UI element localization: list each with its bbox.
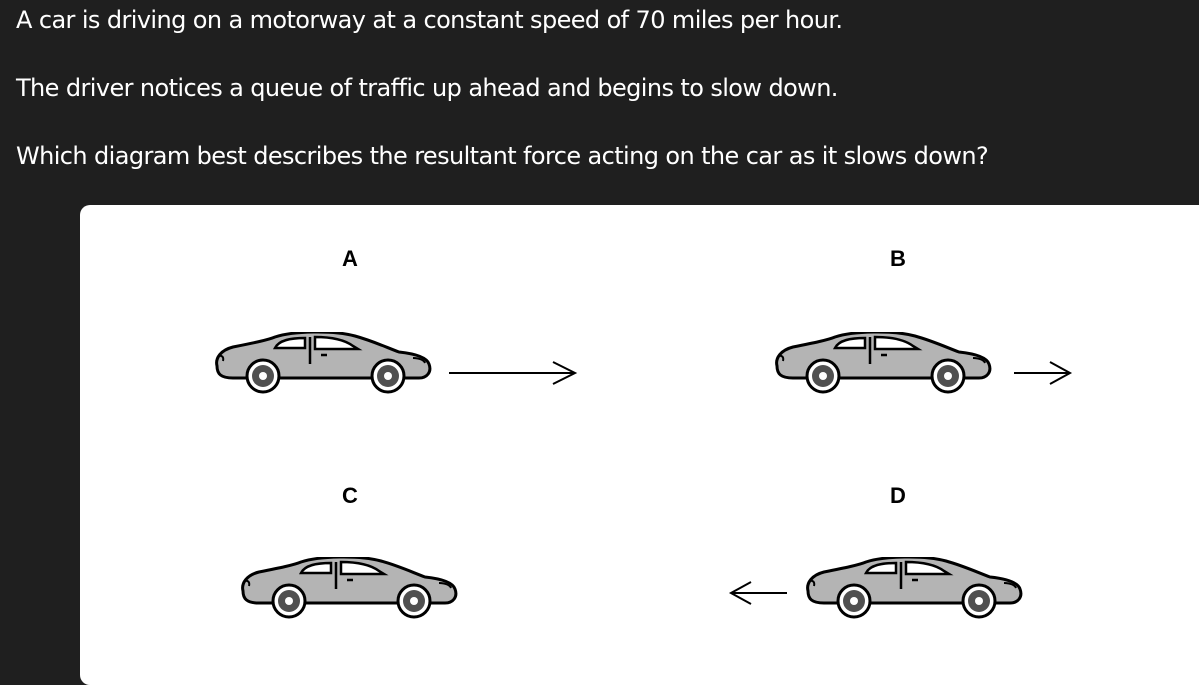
- option-d-label: D: [890, 483, 906, 508]
- question-line-1: A car is driving on a motorway at a cons…: [16, 6, 843, 34]
- option-b-label: B: [890, 246, 906, 271]
- option-a-label: A: [342, 246, 358, 271]
- question-line-2: The driver notices a queue of traffic up…: [16, 74, 838, 102]
- force-arrow-b: [1014, 361, 1073, 385]
- diagram-panel: A B C D: [80, 205, 1199, 685]
- force-arrow-d: [728, 581, 787, 605]
- car-a: [215, 332, 432, 394]
- question-line-3: Which diagram best describes the resulta…: [16, 142, 989, 170]
- car-d: [806, 557, 1023, 619]
- car-c: [241, 557, 458, 619]
- force-arrow-a: [449, 361, 578, 385]
- option-c-label: C: [342, 483, 358, 508]
- car-b: [775, 332, 992, 394]
